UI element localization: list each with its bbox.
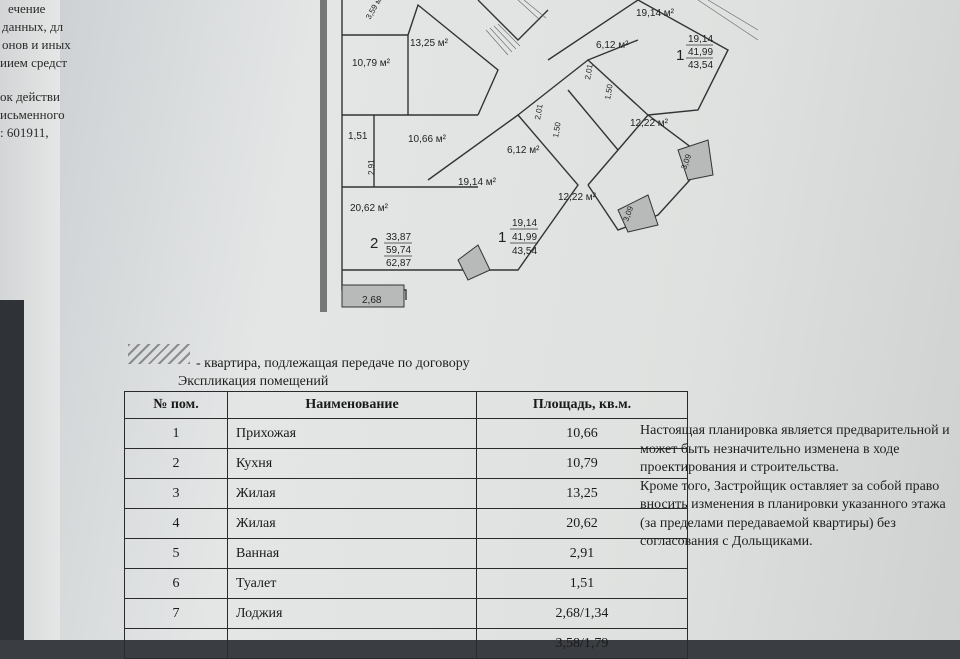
room-number: 3 — [124, 478, 228, 509]
room-area: 20,62 — [476, 508, 688, 539]
legend: - квартира, подлежащая передаче по догов… — [128, 344, 608, 371]
apartment-number: 1 — [676, 47, 684, 64]
layout-disclaimer-note: Настоящая планировка является предварите… — [640, 422, 960, 552]
room-name: Прихожая — [227, 418, 477, 449]
side-text-line: иием средст — [0, 55, 68, 70]
room-area-label: 6,12 м² — [507, 145, 540, 156]
room-area-label: 19,14 м² — [636, 8, 675, 19]
room-number: 2 — [124, 448, 228, 479]
side-text-line: : 601911, — [0, 125, 49, 140]
room-name: Жилая — [227, 478, 477, 509]
room-area: 10,79 — [476, 448, 688, 479]
room-area-label: 2,01 — [533, 103, 545, 120]
apartment-area: 43,54 — [512, 246, 537, 257]
room-number: 7 — [124, 598, 228, 629]
legend-text: - квартира, подлежащая передаче по догов… — [196, 356, 470, 371]
side-text-line: ок действи — [0, 89, 60, 104]
apartment-number: 2 — [370, 235, 378, 252]
apartment-area: 62,87 — [386, 258, 411, 269]
apartment-area: 43,54 — [688, 60, 713, 71]
table-row: 3,58/1,79 — [124, 628, 688, 659]
room-area-label: 2,01 — [583, 63, 595, 80]
room-area: 2,91 — [476, 538, 688, 569]
room-name: Жилая — [227, 508, 477, 539]
room-area-label: 10,66 м² — [408, 134, 447, 145]
explication-table: № пом. Наименование Площадь, кв.м. 1 При… — [124, 391, 688, 659]
room-name: Туалет — [227, 568, 477, 599]
apartment-area: 19,14 — [512, 218, 537, 229]
apartment-number: 1 — [498, 229, 506, 246]
room-area-label: 20,62 м² — [350, 203, 389, 214]
table-row: 1 Прихожая 10,66 — [124, 418, 688, 449]
side-text-line: данных, дл — [2, 19, 64, 34]
room-area: 1,51 — [476, 568, 688, 599]
table-row: 2 Кухня 10,79 — [124, 448, 688, 479]
table-header-row: № пом. Наименование Площадь, кв.м. — [124, 391, 688, 419]
apartment-area: 19,14 — [688, 34, 713, 45]
table-row: 6 Туалет 1,51 — [124, 568, 688, 599]
room-area-label: 1,50 — [603, 83, 615, 100]
adjacent-page-text: ечение данных, дл онов и иных иием средс… — [0, 0, 71, 142]
room-area-label: 12,22 м² — [630, 118, 669, 129]
apartment-area: 59,74 — [386, 245, 411, 256]
room-area-label: 10,79 м² — [352, 58, 391, 69]
room-number: 1 — [124, 418, 228, 449]
room-number: 4 — [124, 508, 228, 539]
room-area-label: 1,51 — [348, 131, 368, 142]
dark-background-edge — [0, 300, 24, 640]
explication-title: Экспликация помещений — [178, 374, 329, 389]
room-area-label: 2,68 — [362, 295, 382, 306]
apartment-area: 41,99 — [512, 232, 537, 243]
note-paragraph: Настоящая планировка является предварите… — [640, 423, 950, 475]
table-row: 3 Жилая 13,25 — [124, 478, 688, 509]
room-name: Лоджия — [227, 598, 477, 629]
table-row: 4 Жилая 20,62 — [124, 508, 688, 539]
room-number — [124, 628, 228, 659]
room-area-label: 13,25 м² — [410, 38, 449, 49]
floor-plan: 3,59 м² 13,25 м² 10,79 м² 1,51 10,66 м² … — [318, 0, 758, 318]
apartment-area: 41,99 — [688, 47, 713, 58]
room-name — [227, 628, 477, 659]
room-area-label: 3,59 м² — [364, 0, 385, 21]
room-area-label: 12,22 м² — [558, 192, 597, 203]
room-name: Кухня — [227, 448, 477, 479]
room-area: 3,58/1,79 — [476, 628, 688, 659]
side-text-line: онов и иных — [2, 37, 71, 52]
room-area-label: 2,91 — [367, 159, 376, 175]
room-area-label: 6,12 м² — [596, 40, 629, 51]
side-text-line: ечение — [8, 1, 46, 16]
floor-plan-drawing: 3,59 м² 13,25 м² 10,79 м² 1,51 10,66 м² … — [320, 0, 758, 312]
room-name: Ванная — [227, 538, 477, 569]
room-number: 5 — [124, 538, 228, 569]
header-number: № пом. — [124, 391, 228, 419]
hatch-swatch — [128, 344, 190, 364]
header-area: Площадь, кв.м. — [476, 391, 688, 419]
table-row: 7 Лоджия 2,68/1,34 — [124, 598, 688, 629]
side-text-line: исьменного — [0, 107, 65, 122]
adjacent-page: ечение данных, дл онов и иных иием средс… — [0, 0, 71, 640]
room-area: 10,66 — [476, 418, 688, 449]
apartment-area: 33,87 — [386, 232, 411, 243]
room-number: 6 — [124, 568, 228, 599]
table-row: 5 Ванная 2,91 — [124, 538, 688, 569]
room-area-label: 1,50 — [551, 121, 563, 138]
room-area-label: 19,14 м² — [458, 177, 497, 188]
note-paragraph: Кроме того, Застройщик оставляет за собо… — [640, 478, 946, 550]
room-area: 2,68/1,34 — [476, 598, 688, 629]
header-name: Наименование — [227, 391, 477, 419]
